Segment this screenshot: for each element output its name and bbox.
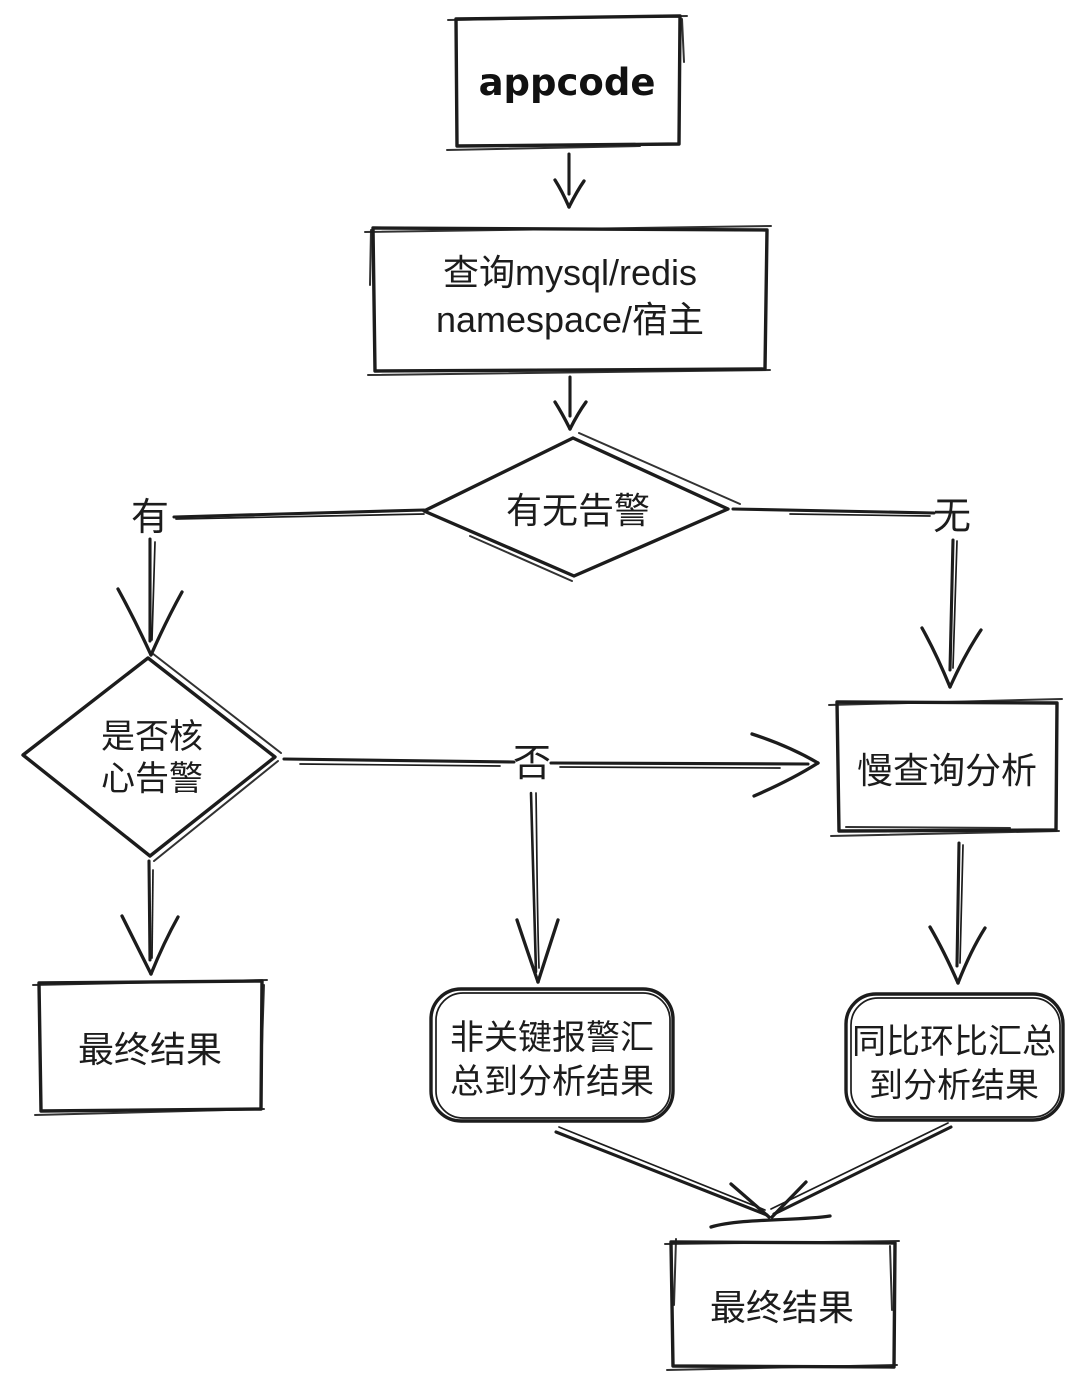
node-final-left-label: 最终结果 <box>78 1029 222 1070</box>
node-final-result-bottom: 最终结果 <box>664 1238 900 1371</box>
node-has-alarm-label: 有无告警 <box>506 490 650 531</box>
edge-query-to-has-alarm <box>553 375 588 431</box>
node-appcode: appcode <box>446 14 688 151</box>
edge-core-to-final-left <box>120 859 180 976</box>
node-slow-query-analysis: 慢查询分析 <box>828 698 1063 837</box>
node-core-alarm-line2: 心告警 <box>101 760 203 798</box>
edge-core-not-to-noncritical <box>515 791 560 984</box>
node-noncritical-line1: 非关键报警汇 <box>450 1019 654 1057</box>
edge-noncritical-to-final-bottom <box>554 1126 769 1217</box>
node-final-bottom-label: 最终结果 <box>710 1287 854 1328</box>
edge-yoy-to-final-bottom <box>770 1122 953 1216</box>
node-query-line1: 查询mysql/redis <box>443 252 697 293</box>
node-noncritical-alarm-summary: 非关键报警汇 总到分析结果 <box>429 987 675 1123</box>
node-noncritical-line2: 总到分析结果 <box>450 1063 654 1101</box>
edge-core-not-to-slow-query <box>282 732 820 798</box>
node-query-mysql-redis: 查询mysql/redis namespace/宿主 <box>364 225 772 376</box>
node-yoy-line1: 同比环比汇总 <box>852 1023 1056 1061</box>
edge-slow-query-to-yoy <box>928 841 987 985</box>
edge-label-no: 无 <box>933 496 971 538</box>
edge-has-alarm-yes-to-core <box>116 508 426 657</box>
node-core-alarm-line1: 是否核 <box>101 718 203 756</box>
node-yoy-line2: 到分析结果 <box>869 1067 1039 1105</box>
edge-has-alarm-no-to-slow-query <box>731 507 983 689</box>
node-final-result-left: 最终结果 <box>32 979 268 1116</box>
node-yoy-mom-summary: 同比环比汇总 到分析结果 <box>844 992 1065 1122</box>
node-slow-query-label: 慢查询分析 <box>857 750 1037 791</box>
convergence-arrowheads <box>709 1180 832 1229</box>
edge-appcode-to-query <box>553 152 586 209</box>
edge-label-yes: 有 <box>131 497 169 539</box>
node-is-core-alarm-decision: 是否核 心告警 <box>21 652 282 862</box>
node-appcode-label: appcode <box>479 61 656 104</box>
node-query-line2: namespace/宿主 <box>436 299 704 340</box>
edge-label-not-core: 否 <box>513 743 551 785</box>
node-has-alarm-decision: 有无告警 <box>422 432 741 582</box>
